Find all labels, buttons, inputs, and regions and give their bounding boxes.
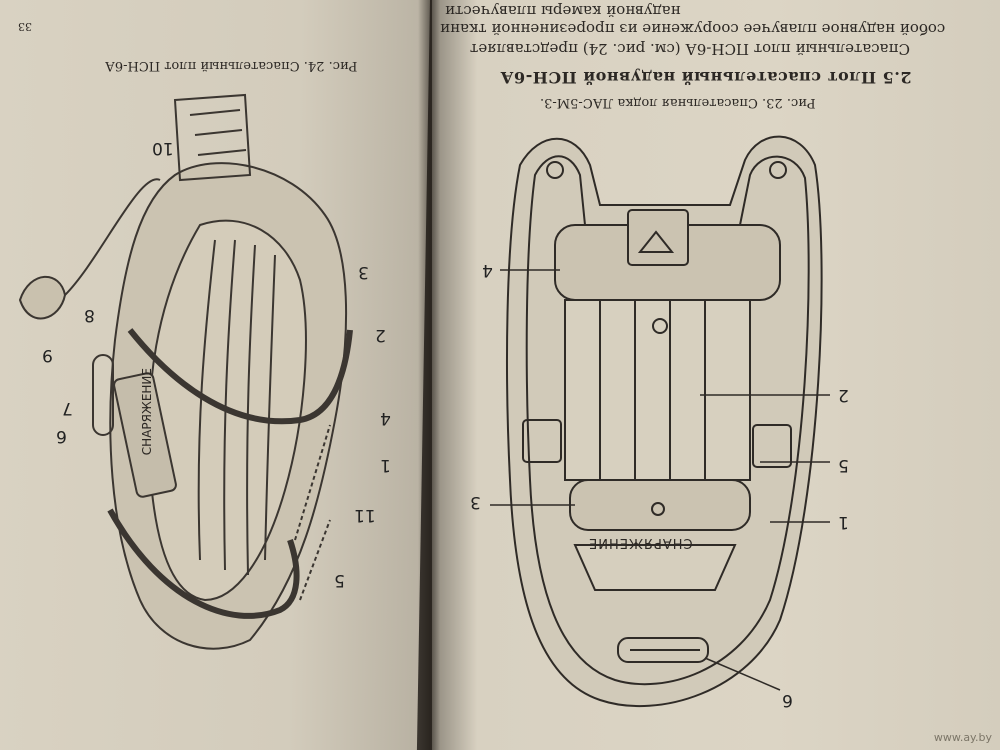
raft-callout-8: 8 bbox=[84, 305, 95, 325]
left-page-number: 33 bbox=[18, 20, 32, 33]
raft-callout-11: 11 bbox=[354, 505, 376, 525]
raft-callout-10: 10 bbox=[152, 138, 174, 158]
raft-callout-1: 1 bbox=[380, 455, 391, 475]
boat-callout-4: 4 bbox=[482, 260, 493, 280]
body-paragraph-line-2: собой надувное плавучее сооружение из пр… bbox=[440, 20, 946, 38]
raft-callout-4: 4 bbox=[380, 408, 391, 428]
raft-callout-9: 9 bbox=[42, 345, 53, 365]
section-heading: 2.5 Плот спасательный надувной ПСН-6А bbox=[500, 68, 912, 87]
boat-callout-6: 6 bbox=[782, 690, 793, 710]
raft-callout-5: 5 bbox=[334, 570, 345, 590]
boat-callout-3: 3 bbox=[470, 492, 481, 512]
raft-callout-7: 7 bbox=[62, 398, 73, 418]
body-paragraph-line-1: Спасательный плот ПСН-6А (см. рис. 24) п… bbox=[470, 40, 911, 58]
raft-callout-2: 2 bbox=[375, 325, 386, 345]
raft-equipment-label: СНАРЯЖЕНИЕ bbox=[140, 368, 154, 456]
left-figure-caption: Рис. 24. Спасательный плот ПСН-6А bbox=[105, 58, 358, 73]
boat-callout-1: 1 bbox=[838, 512, 849, 532]
boat-equipment-label: СНАРЯЖЕНИЕ bbox=[588, 535, 693, 550]
boat-callout-5: 5 bbox=[838, 455, 849, 475]
book-gutter bbox=[418, 0, 440, 750]
raft-callout-3: 3 bbox=[358, 262, 369, 282]
right-figure-caption: Рис. 23. Спасательная лодка ЛАС-5М-3. bbox=[540, 95, 816, 110]
boat-callout-2: 2 bbox=[838, 385, 849, 405]
watermark: www.ay.by bbox=[933, 731, 992, 744]
body-paragraph-line-3: надувной камеры плавучести bbox=[445, 2, 681, 20]
raft-callout-6: 6 bbox=[56, 426, 67, 446]
